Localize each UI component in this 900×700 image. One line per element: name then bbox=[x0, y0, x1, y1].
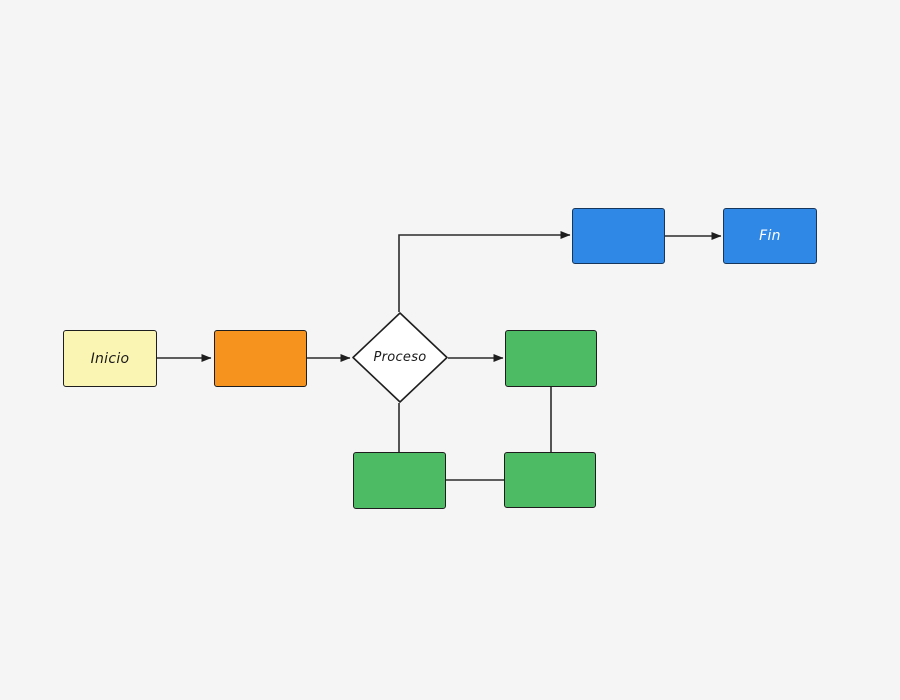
node-result-right[interactable] bbox=[505, 330, 597, 387]
node-fin-label: Fin bbox=[759, 228, 781, 244]
node-process-step[interactable] bbox=[214, 330, 307, 387]
node-decision[interactable]: Proceso bbox=[352, 312, 448, 403]
node-inicio[interactable]: Inicio bbox=[63, 330, 157, 387]
node-decision-label: Proceso bbox=[373, 350, 427, 365]
node-fin[interactable]: Fin bbox=[723, 208, 817, 264]
connector-decision-to-output-top[interactable] bbox=[398, 231, 571, 312]
node-output-top[interactable] bbox=[572, 208, 665, 264]
node-result-bottom-left[interactable] bbox=[353, 452, 446, 509]
node-result-bottom-right[interactable] bbox=[504, 452, 596, 508]
node-inicio-label: Inicio bbox=[90, 350, 130, 367]
diamond-shape[interactable] bbox=[352, 312, 448, 403]
